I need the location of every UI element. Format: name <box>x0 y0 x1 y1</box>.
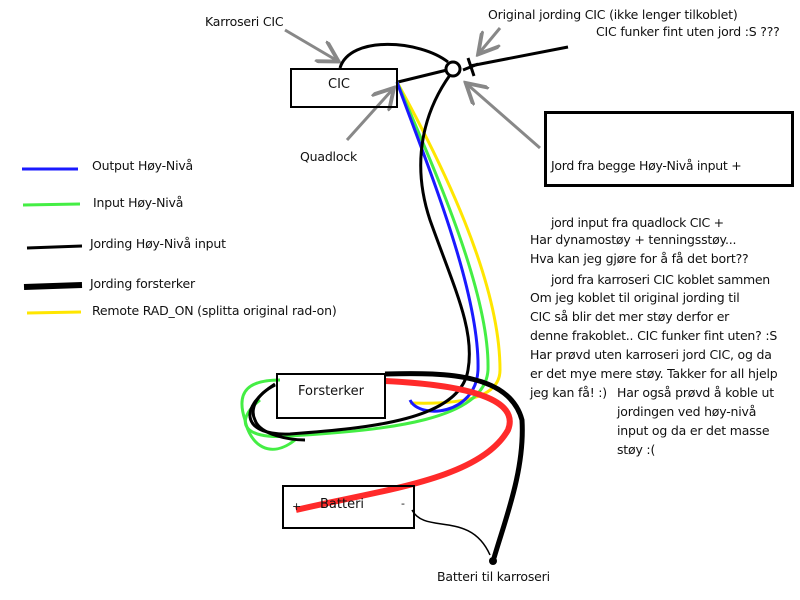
callout-line-1: Jord fra begge Høy-Nivå input + <box>551 158 742 173</box>
arrow-quadlock <box>345 90 392 142</box>
chassis-ground-point <box>489 557 497 565</box>
callout-line-3: jord fra karroseri CIC koblet sammen <box>551 272 770 287</box>
wire-power <box>295 378 513 513</box>
cic-label: CIC <box>328 77 350 92</box>
legend-swatch-jording-forsterker <box>23 282 83 290</box>
disconnect-x-icon <box>462 57 479 77</box>
wire-blue-bundle <box>395 81 480 413</box>
ground-junction <box>444 60 462 78</box>
wire-cic-ground <box>397 68 448 84</box>
callout-line-2: jord input fra quadlock CIC + <box>551 215 724 230</box>
arrow-original-jording <box>480 27 502 52</box>
label-karroseri-cic: Karroseri CIC <box>205 14 284 29</box>
legend-label-rad-on: Remote RAD_ON (splitta original rad-on) <box>92 303 337 318</box>
note-paragraph: Om jeg koblet til original jording til C… <box>530 290 778 400</box>
label-cic-funker: CIC funker fint uten jord :S ??? <box>596 24 780 39</box>
label-quadlock: Quadlock <box>300 149 357 164</box>
label-batteri-til-karroseri: Batteri til karroseri <box>437 569 550 584</box>
ground-callout: Jord fra begge Høy-Nivå input + jord inp… <box>544 111 794 287</box>
legend-label-output: Output Høy-Nivå <box>92 158 194 173</box>
label-original-jording: Original jording CIC (ikke lenger tilkob… <box>488 7 738 22</box>
legend-swatch-rad-on <box>26 310 82 315</box>
forsterker-label: Forsterker <box>298 384 364 399</box>
batteri-box <box>282 485 415 529</box>
arrow-callout <box>468 85 541 150</box>
wire-karroseri-cic <box>338 42 449 69</box>
forsterker-box <box>276 373 386 419</box>
wire-yellow-bundle <box>395 81 502 405</box>
legend-label-jording-forsterker: Jording forsterker <box>90 276 195 291</box>
arrow-karroseri-cic <box>284 28 336 60</box>
wire-batteri-minus <box>411 509 491 556</box>
legend-swatch-jording-input <box>26 244 83 250</box>
legend-swatch-input <box>22 202 81 207</box>
wire-green-loop <box>240 378 296 451</box>
legend-label-input: Input Høy-Nivå <box>93 195 184 210</box>
wire-black-loop <box>251 383 306 442</box>
wire-original-jording <box>469 45 569 68</box>
note-question: Har dynamostøy + tenningsstøy... Hva kan… <box>530 232 749 266</box>
note-extra: Har også prøvd å koble ut jordingen ved … <box>617 385 774 457</box>
batteri-label: Batteri <box>320 497 365 512</box>
batteri-plus-terminal: + <box>292 500 302 513</box>
legend-label-jording-input: Jording Høy-Nivå input <box>90 236 226 251</box>
cic-box <box>290 68 398 108</box>
wire-jording-forsterker <box>384 371 525 559</box>
wire-green-bundle <box>243 81 490 439</box>
batteri-minus-terminal: - <box>401 497 405 510</box>
